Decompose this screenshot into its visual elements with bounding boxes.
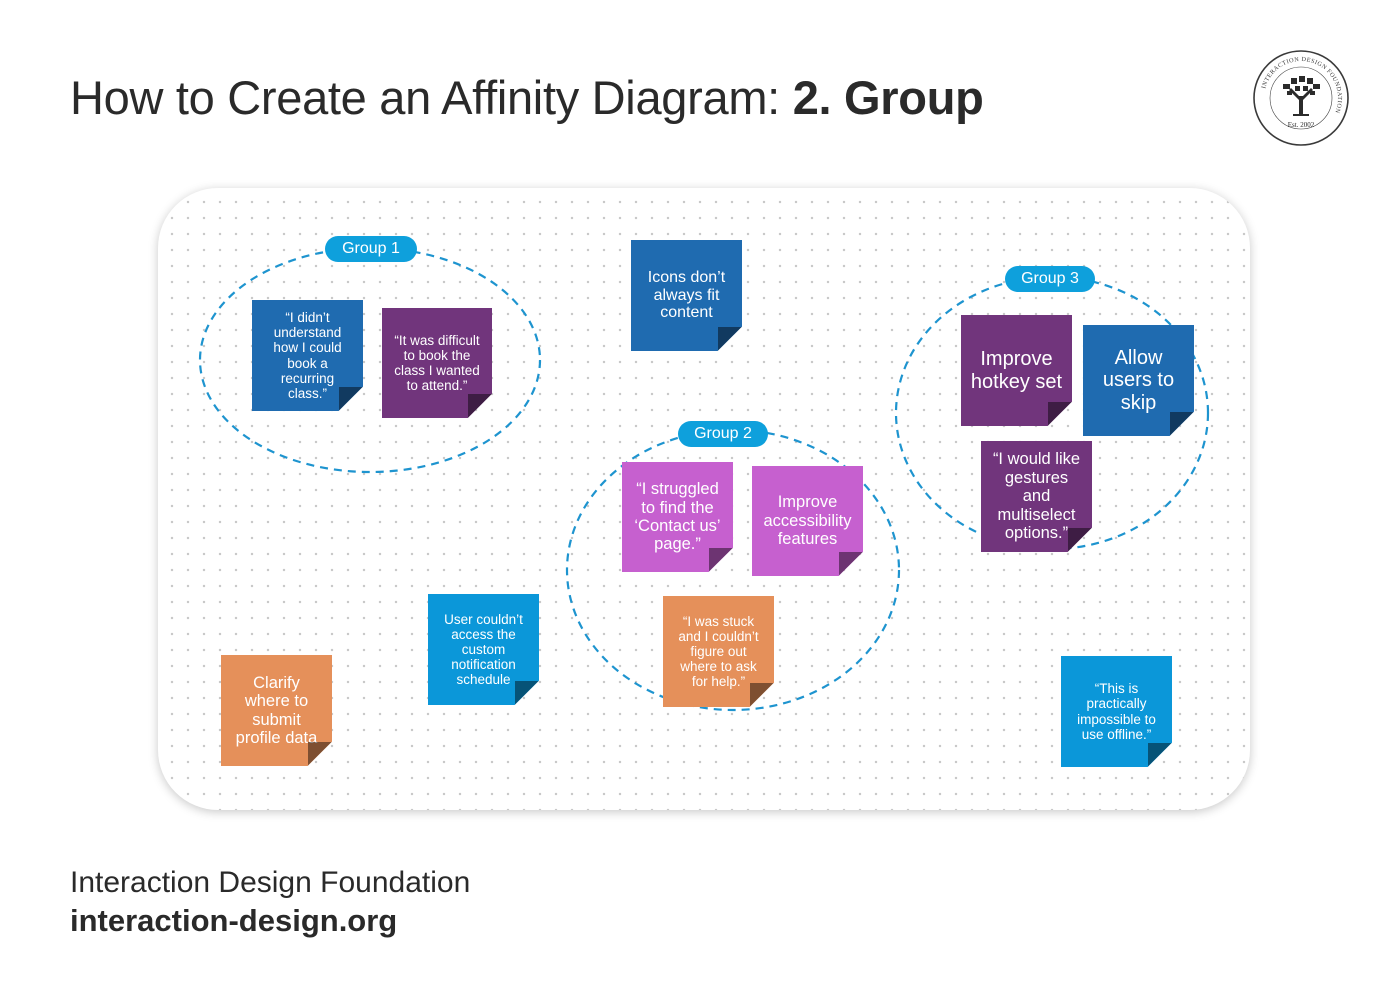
sticky-note-text: “I struggled to find the ‘Contact us’ pa… (634, 480, 721, 554)
sticky-note: User couldn’t access the custom notifica… (428, 594, 539, 705)
sticky-note: “I didn’t understand how I could book a … (252, 300, 363, 411)
sticky-note-text: “This is practically impossible to use o… (1077, 681, 1156, 742)
sticky-note: “I would like gestures and multiselect o… (981, 441, 1092, 552)
sticky-note-text: “I would like gestures and multiselect o… (992, 450, 1081, 543)
sticky-note: Allow users to skip (1083, 325, 1194, 436)
sticky-note: Icons don’t always fit content (631, 240, 742, 351)
logo-established: Est. 2002 (1288, 121, 1315, 129)
footer-url[interactable]: interaction-design.org (70, 903, 398, 938)
group-3-label: Group 3 (1005, 266, 1095, 292)
page-title-step: 2. Group (792, 71, 984, 124)
group-1-label: Group 1 (325, 236, 417, 262)
sticky-note-text: Improve accessibility features (763, 493, 852, 549)
sticky-note-text: Clarify where to submit profile data (235, 673, 318, 747)
sticky-note-text: Allow users to skip (1102, 346, 1175, 414)
sticky-note: Improve hotkey set (961, 315, 1072, 426)
sticky-note-text: Icons don’t always fit content (647, 268, 726, 322)
sticky-note-text: User couldn’t access the custom notifica… (444, 611, 523, 688)
sticky-note: “I was stuck and I couldn’t figure out w… (663, 596, 774, 707)
sticky-note-text: Improve hotkey set (970, 348, 1063, 393)
sticky-note: “It was difficult to book the class I wa… (382, 308, 492, 418)
page-title: How to Create an Affinity Diagram: 2. Gr… (70, 70, 984, 125)
sticky-note: Improve accessibility features (752, 466, 863, 576)
sticky-note: Clarify where to submit profile data (221, 655, 332, 766)
footer-org: Interaction Design Foundation (70, 866, 471, 899)
group-2-label: Group 2 (678, 421, 768, 447)
sticky-note-text: “I didn’t understand how I could book a … (273, 310, 342, 401)
page-title-prefix: How to Create an Affinity Diagram: (70, 71, 793, 124)
sticky-note-text: “It was difficult to book the class I wa… (394, 332, 480, 394)
tree-icon (1283, 76, 1320, 116)
sticky-note-text: “I was stuck and I couldn’t figure out w… (678, 613, 759, 690)
sticky-note: “I struggled to find the ‘Contact us’ pa… (622, 462, 733, 572)
idf-logo: INTERACTION DESIGN FOUNDATION Est. 2002 (1253, 50, 1349, 146)
sticky-note: “This is practically impossible to use o… (1061, 656, 1172, 767)
